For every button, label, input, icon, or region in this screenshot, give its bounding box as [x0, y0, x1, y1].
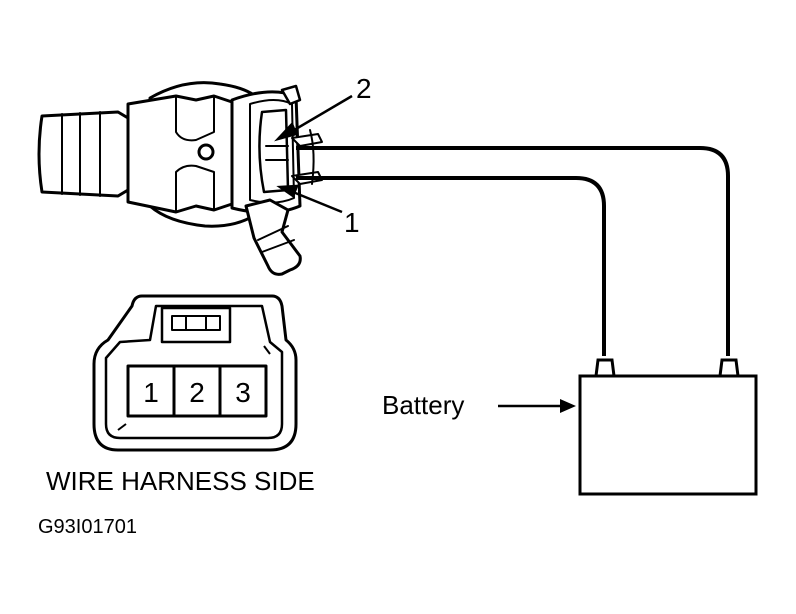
component-hose-fitting	[244, 198, 302, 276]
battery-arrow	[498, 399, 576, 413]
battery-terminal-left	[594, 358, 616, 378]
connector-pin-row	[126, 364, 268, 418]
mounting-hole	[197, 143, 215, 161]
callout-label-1: 1	[344, 207, 360, 238]
battery-case	[578, 374, 758, 496]
figure-code: G93I01701	[38, 516, 137, 538]
battery-terminal-right	[718, 358, 740, 378]
connector-pin-2: 2	[189, 377, 205, 408]
component-body	[37, 81, 323, 276]
test-wires	[296, 146, 730, 356]
callout-arrows	[274, 94, 353, 214]
connector-pin-3: 3	[235, 377, 251, 408]
component-nozzle	[37, 110, 130, 198]
wire-terminal-1	[296, 176, 606, 356]
battery-label: Battery	[382, 390, 464, 420]
connector-caption: WIRE HARNESS SIDE	[46, 466, 315, 496]
battery	[578, 358, 758, 496]
connector-pin-1: 1	[143, 377, 159, 408]
harness-connector	[92, 294, 298, 452]
callout-label-2: 2	[356, 73, 372, 104]
wire-terminal-2	[296, 146, 730, 356]
component-center-block	[126, 94, 234, 214]
